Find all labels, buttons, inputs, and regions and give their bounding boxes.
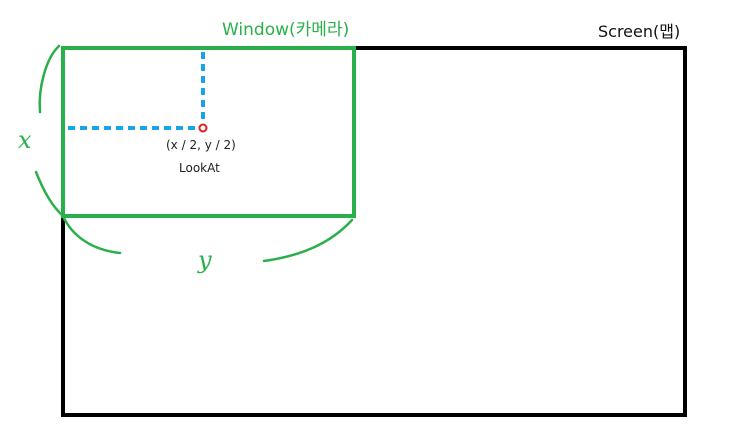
x-brace-top [38,44,61,114]
lookat-label: LookAt [179,161,220,175]
y-axis-letter: y [197,246,212,274]
window-rect [61,46,356,218]
screen-label: Screen(맵) [598,22,681,41]
window-label: Window(카메라) [222,20,350,40]
y-brace-left [61,214,122,255]
x-brace-bottom [34,170,65,218]
y-brace-right [262,218,354,263]
x-axis-letter: x [18,126,32,154]
screen-rect [61,46,687,417]
center-coordinate-label: (x / 2, y / 2) [166,138,236,152]
lookat-point [198,123,208,133]
